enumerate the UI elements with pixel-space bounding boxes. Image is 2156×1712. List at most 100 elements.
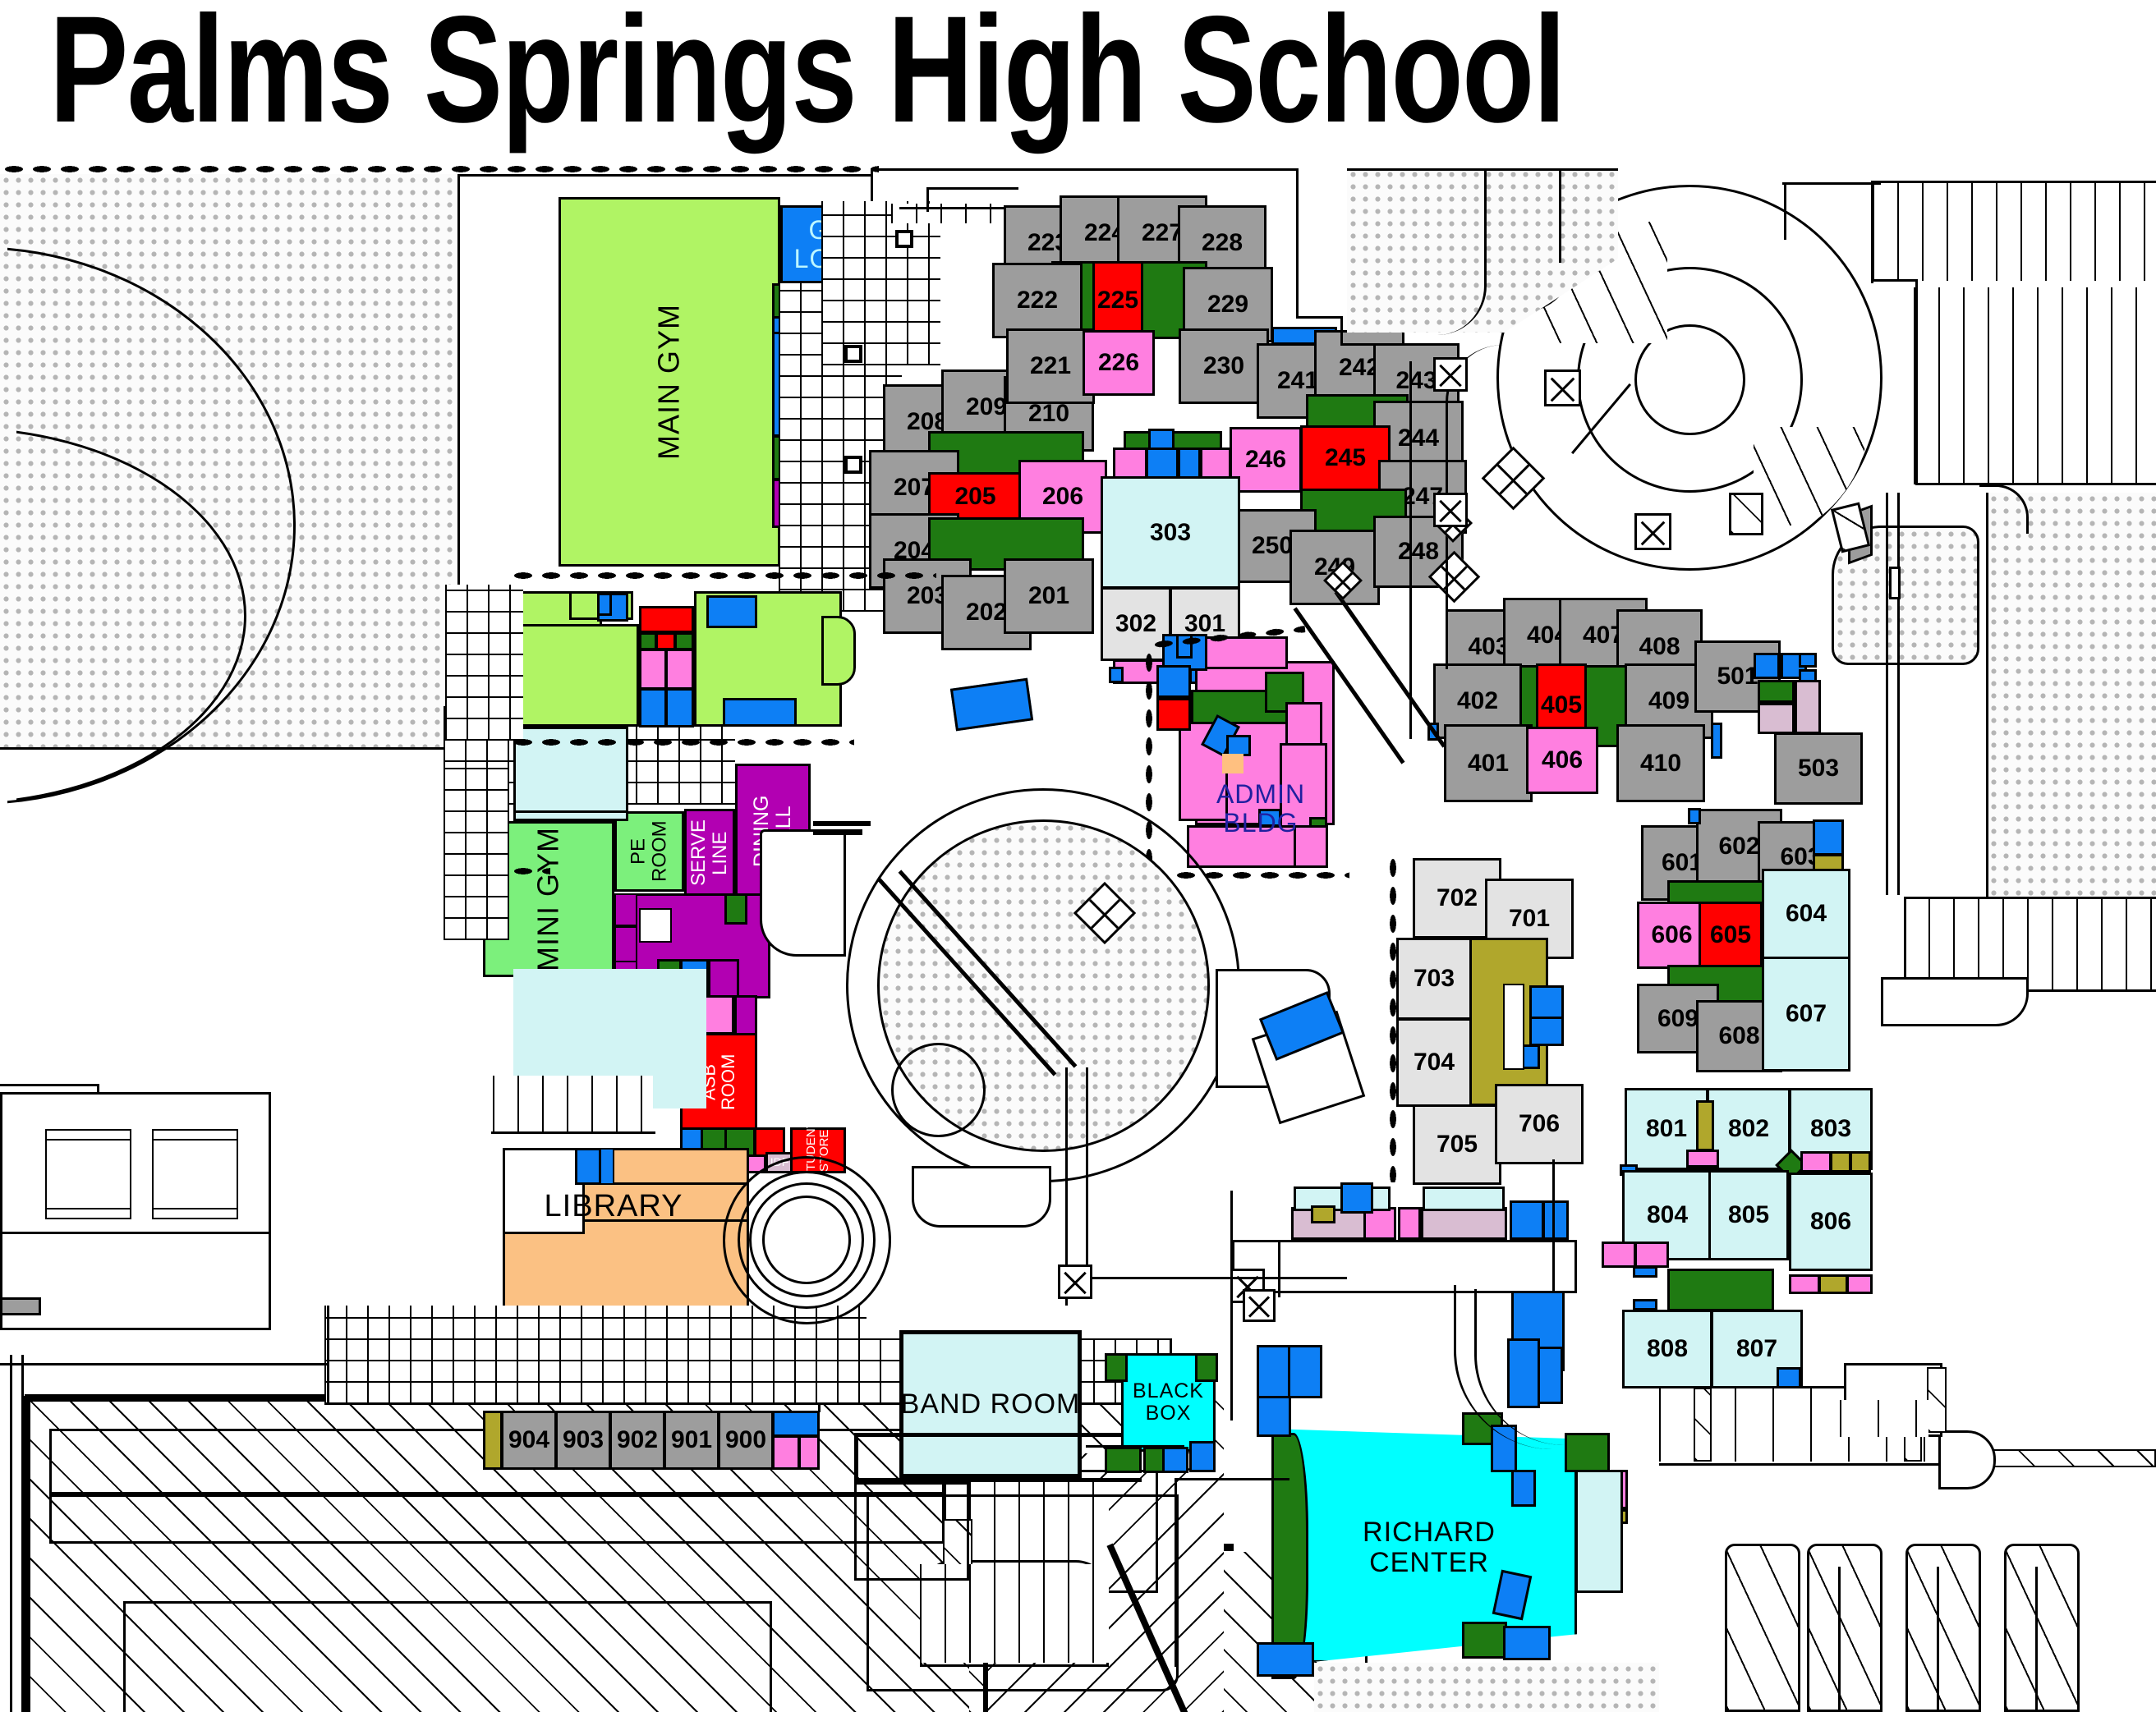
- room-503[interactable]: 503: [1774, 732, 1863, 805]
- restroom-800-g: [1633, 1299, 1657, 1310]
- parking-angled-1[interactable]: [1725, 1544, 1800, 1712]
- fountain-ring-1: [723, 1156, 891, 1324]
- richard-corr-b: [1565, 1433, 1610, 1472]
- corridor-500: [1758, 680, 1795, 703]
- room-230[interactable]: 230: [1179, 328, 1269, 404]
- band-room-walk-top: [854, 1433, 1142, 1437]
- parking-ne-ext-v: [1784, 182, 1786, 240]
- north-strip-mech: [1311, 1205, 1335, 1223]
- black-box-rr-b: [1189, 1441, 1216, 1472]
- black-box-corridor-b: [1195, 1353, 1218, 1382]
- locker-rr-e: [639, 688, 667, 727]
- locker-rr-g: [706, 595, 757, 628]
- richard-center[interactable]: [1281, 1429, 1577, 1663]
- room-806[interactable]: 806: [1789, 1173, 1873, 1271]
- pe-room[interactable]: [614, 811, 684, 892]
- fountain-ring-4: [762, 1196, 851, 1284]
- room-406[interactable]: 406: [1526, 727, 1598, 794]
- locker-red: [639, 606, 694, 633]
- room-302[interactable]: 302: [1101, 587, 1171, 661]
- north-strip-rr-c: [1398, 1207, 1421, 1240]
- admin-south-wing: [1187, 825, 1306, 868]
- room-705[interactable]: 705: [1413, 1104, 1501, 1185]
- locker-red-b: [655, 632, 676, 650]
- parking-ne-bottom: [1915, 483, 2156, 485]
- plaza-south: [867, 1494, 1179, 1691]
- north-strip-rr-a: [1363, 1207, 1396, 1240]
- restroom-800-a: [1686, 1150, 1719, 1168]
- black-box-rr-a: [1162, 1447, 1188, 1473]
- road-south-3: [1086, 1067, 1088, 1279]
- serve-line[interactable]: [684, 809, 735, 897]
- restroom-900-a: [772, 1411, 820, 1437]
- north-strip-edge-2: [1278, 1240, 1280, 1297]
- fountain-ring-2: [738, 1171, 876, 1309]
- room-904[interactable]: 904: [501, 1411, 557, 1470]
- room-605[interactable]: 605: [1699, 902, 1763, 969]
- parking-ne-1: [1873, 182, 2156, 281]
- room-225[interactable]: 225: [1092, 261, 1143, 339]
- room-703[interactable]: 703: [1396, 938, 1472, 1020]
- band-room-walk-left: [854, 1433, 858, 1482]
- mech-800-a: [1696, 1100, 1714, 1151]
- walk-post: [0, 1297, 41, 1315]
- room-500-aux-a: [1758, 703, 1795, 734]
- north-strip-edge: [1230, 1191, 1233, 1421]
- richard-rr-d: [1257, 1642, 1314, 1677]
- fountain-ring-3: [749, 1182, 864, 1297]
- north-strip-walk: [1232, 1240, 1577, 1293]
- road-curve-richard-2: [1474, 1289, 1565, 1445]
- north-strip-d: [1423, 1186, 1505, 1211]
- restroom-700-b: [1529, 1017, 1564, 1046]
- richard-rr-c: [1257, 1396, 1291, 1437]
- parking-angled-2[interactable]: [1807, 1544, 1882, 1712]
- locker-rr-c: [639, 649, 667, 690]
- room-604[interactable]: 604: [1762, 869, 1850, 959]
- road-right-edge-2: [1886, 493, 1888, 895]
- room-704[interactable]: 704: [1396, 1018, 1472, 1107]
- building-300-rr-5: [1200, 448, 1231, 479]
- parking-angled-4[interactable]: [2004, 1544, 2080, 1712]
- road-south-4: [1175, 1478, 1289, 1667]
- room-221[interactable]: 221: [1006, 328, 1095, 404]
- utility-box-7: [1243, 1289, 1276, 1322]
- band-room[interactable]: [899, 1330, 1082, 1478]
- restroom-800-f: [1633, 1266, 1657, 1278]
- room-607[interactable]: 607: [1762, 957, 1850, 1072]
- drain-2: [844, 345, 862, 363]
- room-246[interactable]: 246: [1230, 427, 1302, 493]
- room-901[interactable]: 901: [664, 1411, 719, 1470]
- walkway-grid-gym-2: [821, 201, 940, 365]
- room-303[interactable]: 303: [1101, 476, 1240, 589]
- walk-edge-left-b: [0, 1363, 329, 1365]
- room-201[interactable]: 201: [1004, 558, 1094, 634]
- restroom-600-a: [1688, 808, 1701, 824]
- north-edge-4: [1296, 168, 1299, 316]
- parking-ne-step: [1873, 279, 1918, 282]
- restroom-900-b: [772, 1435, 800, 1470]
- kitchen-corridor: [724, 893, 747, 925]
- main-gym[interactable]: [559, 197, 780, 567]
- room-801[interactable]: 801: [1625, 1088, 1708, 1170]
- parking-angled-3[interactable]: [1905, 1544, 1981, 1712]
- room-903[interactable]: 903: [555, 1411, 611, 1470]
- room-902[interactable]: 902: [609, 1411, 665, 1470]
- north-strip-rr-d: [1510, 1200, 1544, 1240]
- room-606[interactable]: 606: [1637, 902, 1707, 969]
- room-245[interactable]: 245: [1300, 425, 1391, 491]
- restroom-500-c: [1799, 653, 1817, 668]
- room-808[interactable]: 808: [1622, 1310, 1712, 1388]
- room-410[interactable]: 410: [1616, 724, 1705, 802]
- room-900[interactable]: 900: [718, 1411, 774, 1470]
- building-300-rr-2: [1113, 448, 1147, 479]
- parking-east-1-top: [1904, 897, 2156, 899]
- room-222[interactable]: 222: [992, 263, 1083, 338]
- richard-rr-a: [1257, 1345, 1291, 1398]
- utility-box-5: [1433, 357, 1468, 392]
- road-south-2: [1065, 1067, 1068, 1306]
- room-805[interactable]: 805: [1708, 1170, 1789, 1260]
- room-802[interactable]: 802: [1707, 1088, 1791, 1170]
- room-401[interactable]: 401: [1444, 724, 1533, 802]
- room-226[interactable]: 226: [1083, 330, 1155, 396]
- room-706[interactable]: 706: [1495, 1084, 1584, 1164]
